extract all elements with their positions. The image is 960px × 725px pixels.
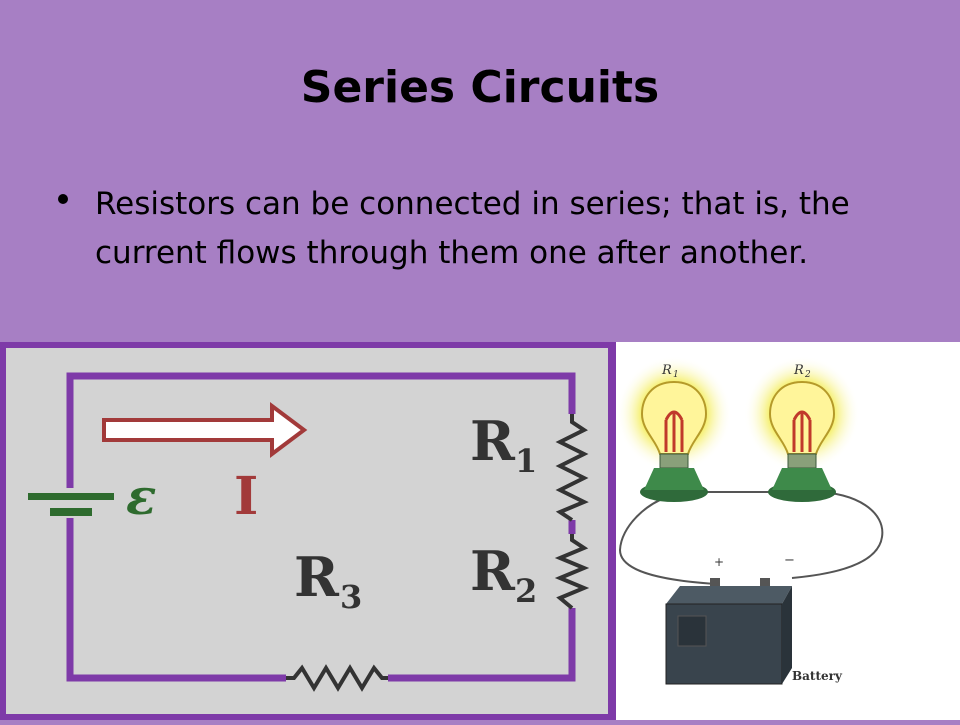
circuit-svg: ε I R 1 R 2 R 3 [6, 348, 608, 714]
circuit-diagram: ε I R 1 R 2 R 3 [0, 342, 616, 720]
wire-left-curve [618, 494, 717, 585]
battery-label: Battery [792, 669, 843, 683]
battery-symbol-icon [28, 493, 114, 516]
light-bulb-1-icon [616, 356, 732, 502]
bulb-1-subscript: 1 [673, 370, 679, 380]
resistor-r1-icon [555, 414, 589, 522]
plus-terminal-label: + [714, 555, 724, 569]
bullet-dot-icon [58, 194, 68, 204]
r3-subscript: 3 [340, 578, 362, 616]
emf-label: ε [126, 467, 156, 526]
r2-label: R [470, 539, 516, 603]
current-arrow-icon [102, 402, 308, 458]
r3-label: R [294, 545, 340, 609]
r2-subscript: 2 [515, 572, 537, 610]
bulb-2-label: R [793, 363, 804, 378]
wire-right-bottom [388, 608, 576, 682]
wire-left-bottom [66, 518, 286, 682]
minus-terminal-label: − [784, 553, 795, 568]
current-label: I [234, 466, 258, 527]
r1-label: R [470, 409, 516, 473]
wire-top [66, 372, 576, 488]
bulb-circuit-illustration: R 1 R 2 + − Battery [616, 342, 960, 720]
wire-right-curve [791, 491, 884, 579]
light-bulb-2-icon [744, 356, 860, 502]
bulb-svg: R 1 R 2 + − Battery [616, 356, 884, 685]
resistor-r3-icon [286, 664, 388, 692]
battery-icon [665, 578, 792, 685]
bulb-1-label: R [661, 363, 672, 378]
bulb-2-subscript: 2 [804, 370, 811, 380]
slide-title: Series Circuits [300, 62, 660, 113]
resistor-r2-icon [554, 534, 590, 610]
diagram-panel [6, 348, 608, 714]
r1-subscript: 1 [515, 442, 537, 480]
bullet-text: Resistors can be connected in series; th… [95, 186, 850, 271]
